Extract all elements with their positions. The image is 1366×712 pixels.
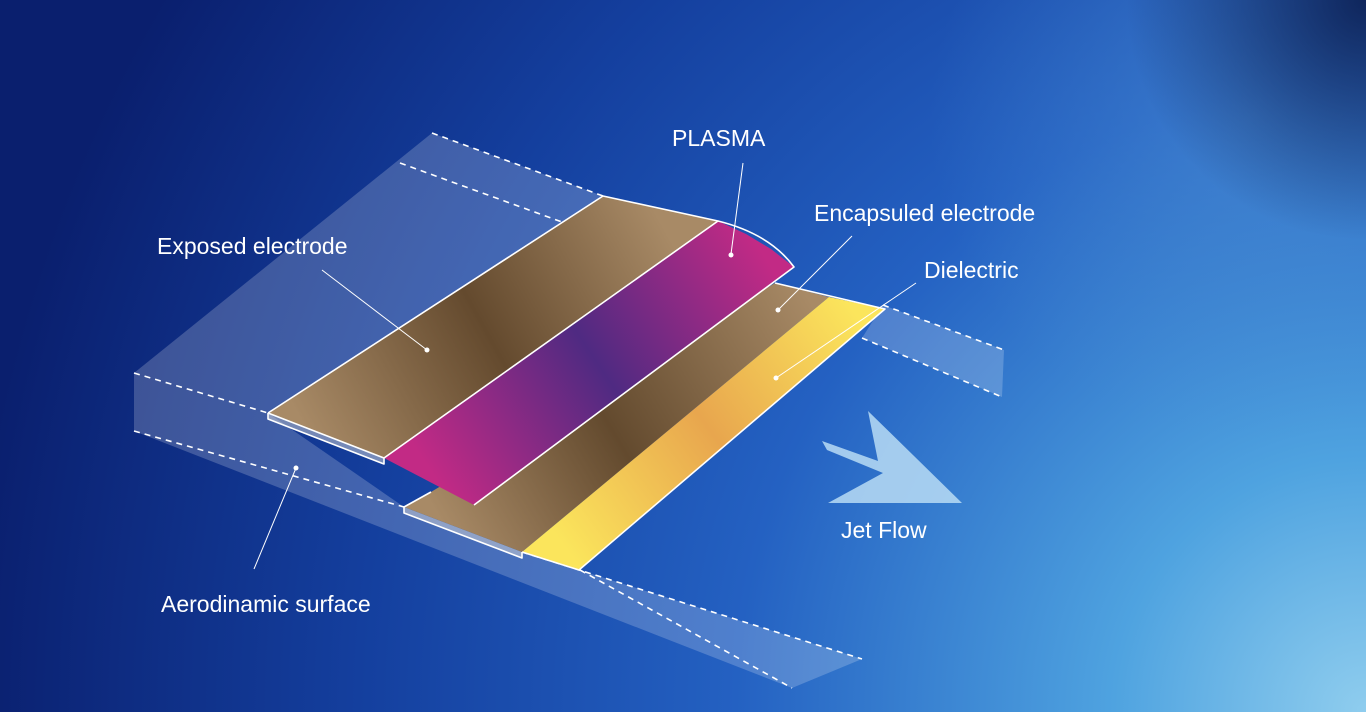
plate-side-outline — [403, 507, 523, 559]
plasma-shape — [384, 221, 794, 505]
encapsuled-electrode-leader-dot — [775, 307, 781, 313]
exposed-electrode-leader — [321, 269, 428, 351]
encapsuled-electrode-outline — [403, 491, 432, 508]
jet-flow-arrow-icon — [822, 411, 962, 503]
encapsuled-electrode-leader — [777, 235, 853, 311]
dielectric-leader — [775, 282, 917, 379]
aerodynamic-surface-right — [862, 305, 1004, 397]
surface-dashed-edge — [579, 569, 793, 689]
aerodynamic-surface-upper-left — [134, 133, 603, 413]
lower-plate-edge — [267, 413, 523, 559]
leader-lines — [253, 162, 917, 570]
encapsuled-electrode-label: Encapsuled electrode — [814, 200, 1035, 226]
dielectric-label: Dielectric — [924, 257, 1019, 283]
upper-plate-side — [268, 413, 384, 464]
plasma-outline — [473, 220, 795, 506]
jet-flow-arrow — [822, 411, 962, 503]
encapsuled-electrode-shape — [404, 283, 829, 552]
upper-plate-side-outline — [267, 413, 385, 465]
dielectric-outline — [521, 282, 886, 571]
exposed-electrode-leader-dot — [424, 347, 430, 353]
surface-dashed-edge — [133, 430, 405, 508]
exposed-electrode-label: Exposed electrode — [157, 233, 348, 259]
plate-side — [404, 507, 522, 558]
surface-dashed-edge — [133, 372, 269, 414]
surface-dashed-edge — [399, 162, 563, 223]
plasma-leader — [730, 162, 744, 255]
aerodynamic-surface-label: Aerodinamic surface — [161, 591, 371, 617]
dielectric-leader-dot — [773, 375, 779, 381]
aerodynamic-surface-lower-left — [134, 373, 862, 688]
exposed-electrode-shape — [268, 196, 718, 458]
surface-dashed-edge — [861, 337, 1003, 398]
aerodynamic-surface-leader — [253, 467, 297, 570]
jet-flow-label: Jet Flow — [841, 517, 927, 543]
surface-dashed-edge — [431, 132, 604, 197]
plasma-label: PLASMA — [672, 125, 766, 151]
plasma-leader-dot — [728, 252, 734, 258]
aerodynamic-surface-leader-dot — [293, 465, 299, 471]
